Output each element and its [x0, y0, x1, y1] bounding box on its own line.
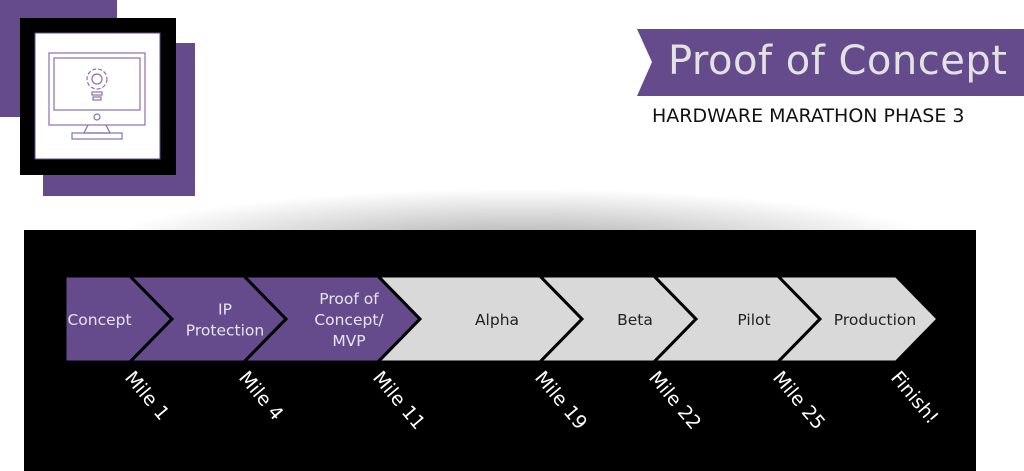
stage-label: Proof of — [319, 290, 379, 308]
milestone-label: Finish! — [886, 367, 943, 428]
stage-label: Pilot — [737, 311, 770, 329]
stage-label: IP — [218, 301, 232, 319]
page-title: Proof of Concept — [668, 38, 1008, 84]
logo — [0, 0, 195, 196]
stage-label: Production — [834, 311, 916, 329]
stage-label: Protection — [186, 322, 264, 340]
milestone-label: Mile 1 — [120, 367, 173, 425]
stage-label: Alpha — [475, 311, 519, 329]
milestone-label: Mile 11 — [368, 367, 429, 434]
page-subtitle: HARDWARE MARATHON PHASE 3 — [652, 105, 965, 127]
milestone-label: Mile 22 — [644, 367, 705, 434]
chevron-shape — [774, 274, 941, 364]
milestone-label: Mile 19 — [530, 367, 591, 434]
stage-label: Concept/ — [314, 311, 384, 329]
milestone-label: Mile 25 — [768, 367, 829, 434]
stage-label: Concept — [67, 311, 131, 329]
monitor-gear-lightbulb-icon — [48, 52, 146, 140]
milestone-label: Mile 4 — [234, 367, 287, 425]
stage-label: MVP — [332, 332, 365, 350]
title-banner — [637, 29, 1024, 96]
stage-label: Beta — [617, 311, 653, 329]
